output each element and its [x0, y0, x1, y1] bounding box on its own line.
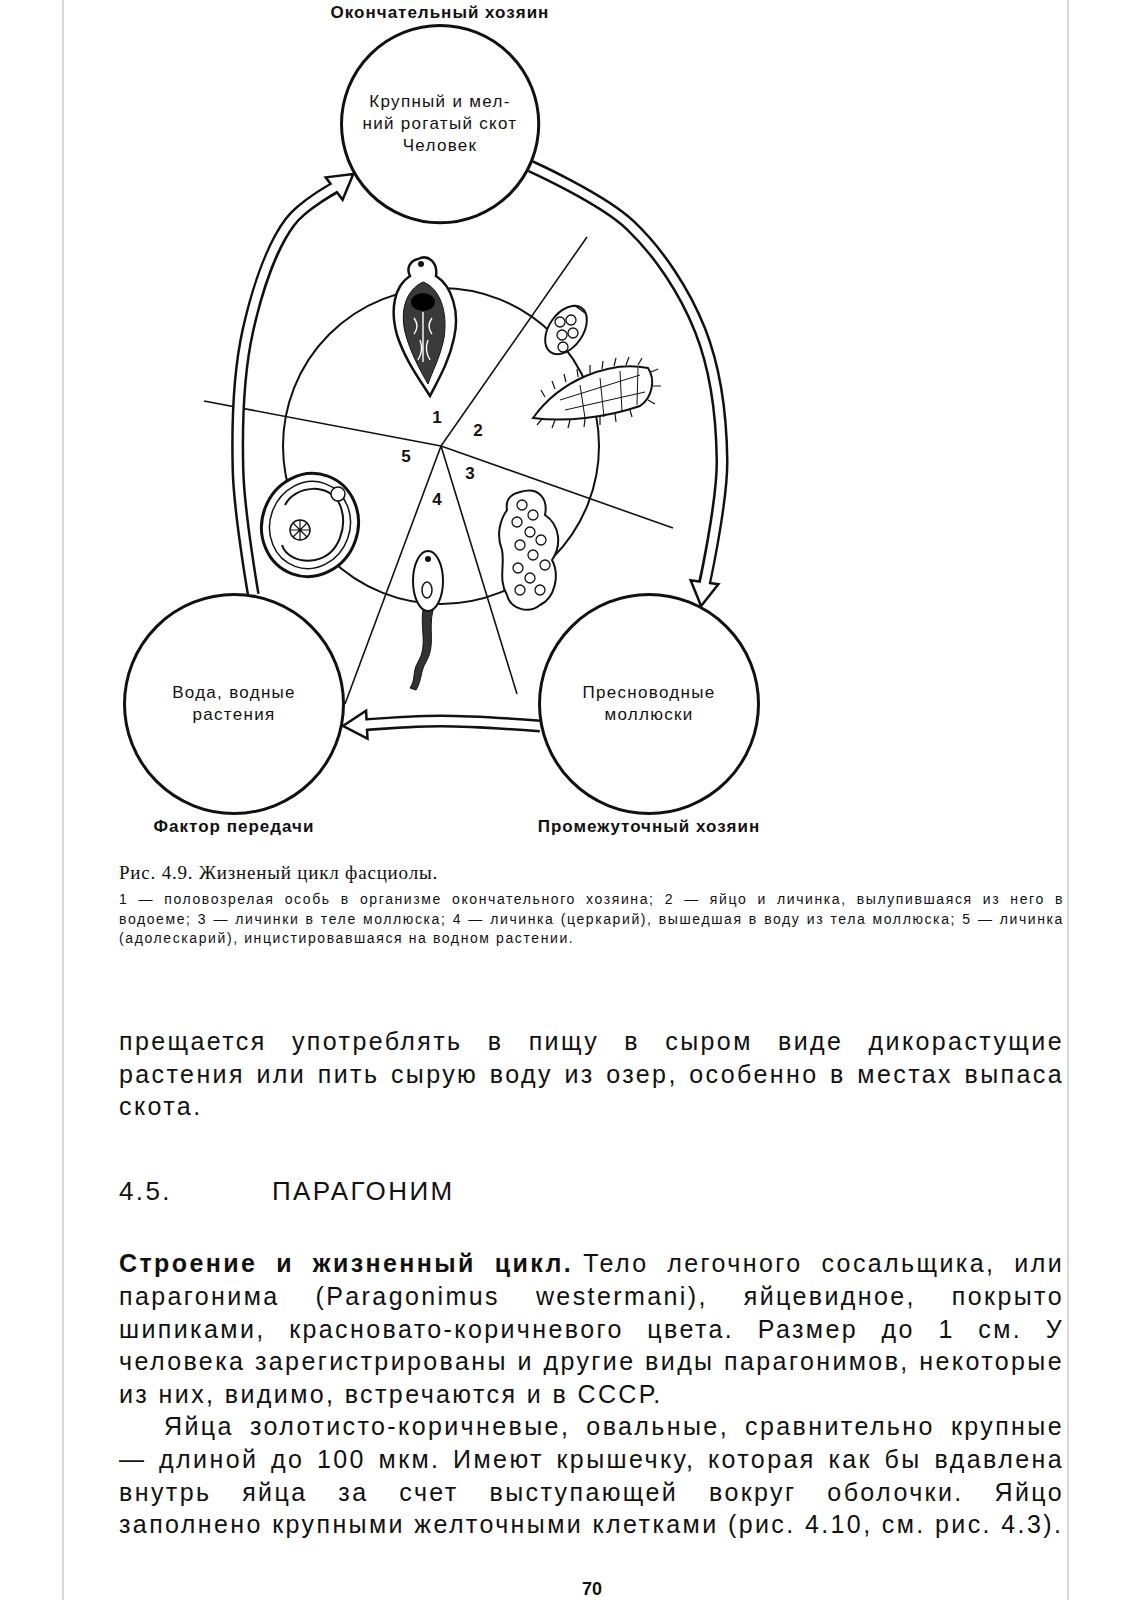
- circle-outline: [538, 593, 760, 815]
- miracidium: [533, 357, 661, 428]
- section-title: ПАРАГОНИМ: [272, 1176, 455, 1206]
- paragraph: Строение и жизненный цикл.Тело легочного…: [119, 1247, 1064, 1410]
- fluke-sucker: [418, 261, 424, 267]
- role-label: Окончательный хозяин: [331, 3, 550, 23]
- arrow-outline: [238, 187, 336, 594]
- circle-border: [540, 595, 759, 814]
- circle-text: Вода, водные растения: [148, 682, 320, 726]
- arrow-inner: [531, 166, 722, 588]
- role-label: Фактор передачи: [154, 817, 315, 837]
- host-circle: Крупный и мел- ний рогатый скот ЧеловекО…: [340, 24, 540, 224]
- callout-number: 4: [432, 491, 441, 509]
- adolescaria: [247, 460, 373, 591]
- circle-text: Крупный и мел- ний рогатый скот Человек: [354, 91, 526, 157]
- cycle-arrow: [238, 174, 354, 595]
- callout-number: 3: [465, 465, 474, 483]
- caption-legend: 1 — половозрелая особь в организме оконч…: [119, 890, 1064, 949]
- cycle-arrow: [343, 711, 540, 739]
- body-column: прещается употреблять в пищу в сыром вид…: [119, 1025, 1064, 1541]
- fluke-body: [403, 282, 445, 384]
- egg: [537, 298, 596, 362]
- arrow-outline: [531, 166, 722, 584]
- host-circle: Пресноводные моллюскиПромежуточный хозяи…: [538, 593, 760, 815]
- circle-text: Пресноводные моллюски: [563, 682, 735, 726]
- adult-fluke: [394, 258, 456, 396]
- callout-number: 1: [432, 409, 441, 427]
- fluke-branches: [414, 312, 432, 362]
- body-text: Яйца золотисто-коричневые, овальные, сра…: [119, 1412, 1064, 1538]
- redia: [499, 491, 558, 610]
- fluke-organ: [411, 293, 435, 311]
- role-label: Промежуточный хозяин: [538, 817, 760, 837]
- run-in-heading: Строение и жизненный цикл.: [119, 1249, 573, 1277]
- host-circle: Вода, водные растенияФактор передачи: [123, 593, 345, 815]
- figure-caption: Рис. 4.9. Жизненый цикл фасциолы.: [119, 862, 438, 884]
- body-text: прещается употреблять в пищу в сыром вид…: [119, 1027, 1064, 1120]
- paragraph: прещается употреблять в пищу в сыром вид…: [119, 1025, 1064, 1123]
- circle-border: [125, 595, 344, 814]
- cercaria: [410, 551, 443, 690]
- page-number: 70: [582, 1579, 602, 1600]
- arrow-inner: [238, 185, 339, 595]
- section-number: 4.5.: [119, 1175, 272, 1208]
- callout-number: 2: [473, 422, 482, 440]
- scan-edge: [63, 0, 64, 1600]
- paragraph: 4.5.ПАРАГОНИМ: [119, 1175, 1064, 1208]
- cycle-arrow: [531, 166, 722, 606]
- fluke-outline: [394, 258, 456, 396]
- circle-outline: [123, 593, 345, 815]
- scan-edge: [1068, 0, 1069, 1600]
- paragraph: Яйца золотисто-коричневые, овальные, сра…: [119, 1410, 1064, 1540]
- circle-border: [341, 25, 538, 222]
- arrow-inner: [361, 721, 540, 726]
- sector-line: [441, 446, 673, 528]
- callout-number: 5: [401, 448, 410, 466]
